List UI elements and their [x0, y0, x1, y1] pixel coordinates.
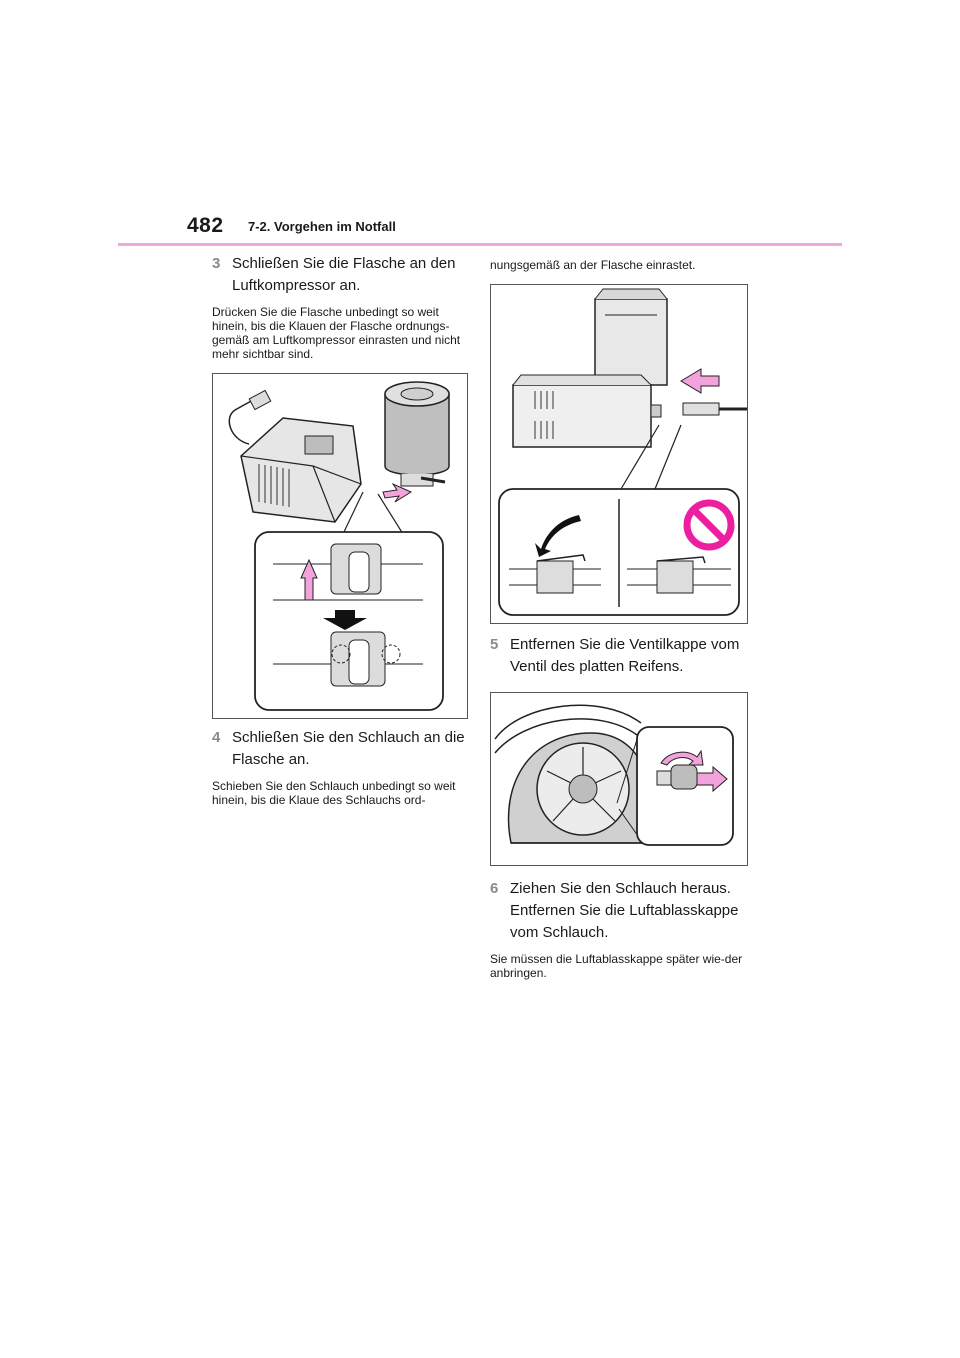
figure-hose-bottle	[490, 284, 748, 624]
step-number: 6	[490, 880, 499, 897]
step-note-continued: nungsgemäß an der Flasche einrastet.	[490, 258, 696, 272]
figure-compressor-bottle	[212, 373, 468, 719]
step-5: 5 Entfernen Sie die Ventilkappe vom Vent…	[490, 634, 748, 678]
tire-valve-illustration	[494, 704, 734, 846]
step-title: Schließen Sie die Flasche an den Luftkom…	[232, 255, 456, 294]
compressor-bottle-illustration	[228, 381, 450, 711]
step-number: 3	[212, 255, 221, 272]
step-number: 5	[490, 636, 499, 653]
step-title: Schließen Sie den Schlauch an die Flasch…	[232, 729, 465, 768]
step-title: Entfernen Sie die Ventilkappe vom Ventil…	[510, 636, 740, 675]
step-note: Drücken Sie die Flasche unbedingt so wei…	[212, 305, 461, 361]
header-rule	[118, 243, 842, 246]
step-note: Schieben Sie den Schlauch unbedingt so w…	[212, 779, 456, 807]
step-title-line1: Ziehen Sie den Schlauch heraus.	[510, 880, 731, 897]
step-title-line2: Entfernen Sie die Luftablasskappe vom Sc…	[510, 902, 739, 941]
right-column: nungsgemäß an der Flasche einrastet.	[490, 258, 748, 992]
step-3: 3 Schließen Sie die Flasche an den Luftk…	[212, 253, 470, 297]
step-6: 6 Ziehen Sie den Schlauch heraus. Entfer…	[490, 878, 748, 944]
hose-bottle-illustration	[498, 288, 747, 616]
figure-tire-valve	[490, 692, 748, 866]
step-number: 4	[212, 729, 221, 746]
step-note: Sie müssen die Luftablasskappe später wi…	[490, 952, 743, 980]
section-title: 7-2. Vorgehen im Notfall	[248, 219, 396, 234]
prohibition-icon	[683, 499, 735, 551]
left-column: 3 Schließen Sie die Flasche an den Luftk…	[212, 253, 470, 819]
step-4: 4 Schließen Sie den Schlauch an die Flas…	[212, 727, 470, 771]
page-number: 482	[187, 214, 224, 237]
